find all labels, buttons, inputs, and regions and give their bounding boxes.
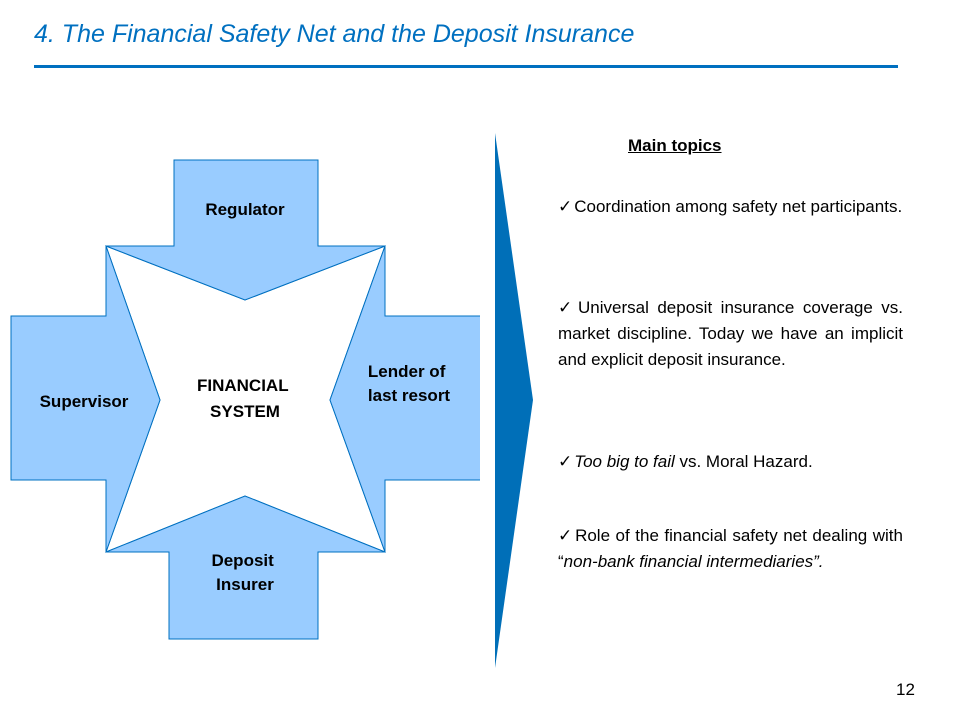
slide-title: 4. The Financial Safety Net and the Depo…	[34, 20, 635, 48]
topic-item: ✓Role of the financial safety net dealin…	[558, 523, 903, 575]
topic-text: Role of the financial safety net dealing…	[558, 526, 903, 571]
arrow-right-shape	[329, 245, 480, 553]
topic-text: non-bank financial intermediaries”.	[563, 552, 824, 571]
topic-item: ✓Too big to fail vs. Moral Hazard.	[558, 449, 903, 475]
checkmark-icon: ✓	[558, 197, 573, 216]
checkmark-icon: ✓	[558, 526, 574, 545]
topic-text: Too big to fail	[574, 452, 675, 471]
topic-item: ✓Universal deposit insurance coverage vs…	[558, 295, 903, 373]
label-supervisor: Supervisor	[40, 392, 129, 411]
topic-text: vs. Moral Hazard.	[674, 452, 813, 471]
arrow-left-shape	[10, 245, 161, 553]
topic-item: ✓Coordination among safety net participa…	[558, 194, 903, 220]
title-underline	[34, 65, 898, 68]
safety-net-diagram: Regulator Supervisor Lender of last reso…	[10, 159, 480, 640]
topics-heading: Main topics	[628, 136, 722, 155]
arrow-top-shape	[105, 159, 386, 301]
label-lender-of-last-resort: Lender of last resort	[368, 362, 451, 405]
arrow-bottom-shape	[105, 495, 386, 640]
topic-text: Coordination among safety net participan…	[574, 197, 903, 216]
page-number: 12	[896, 680, 915, 699]
label-deposit-insurer: Deposit Insurer	[211, 551, 278, 594]
label-regulator: Regulator	[205, 200, 285, 219]
checkmark-icon: ✓	[558, 298, 577, 317]
checkmark-icon: ✓	[558, 452, 573, 471]
label-financial-system: FINANCIAL SYSTEM	[197, 376, 293, 421]
topic-text: Universal deposit insurance coverage vs.…	[558, 298, 904, 369]
